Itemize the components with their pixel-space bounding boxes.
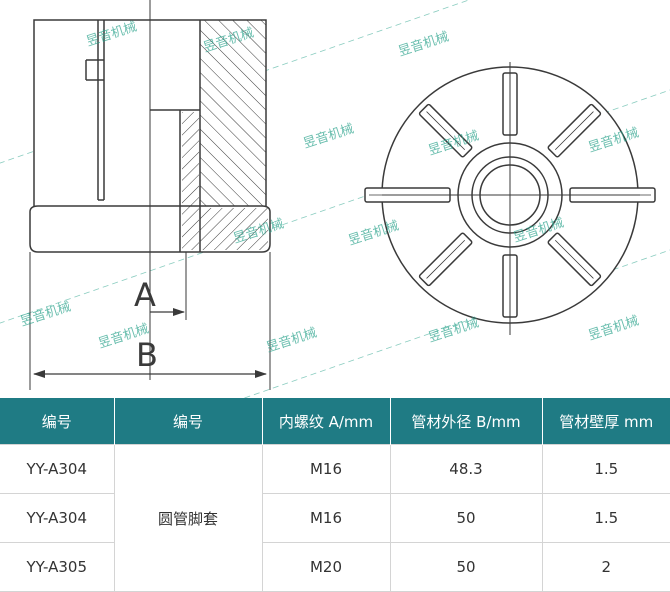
- watermark-text: 昱音机械: [586, 313, 640, 344]
- cell-wall-thickness: 1.5: [541, 493, 670, 543]
- cell-outer-diameter: 50: [389, 542, 543, 592]
- header-thread: 内螺纹 A/mm: [262, 398, 391, 445]
- header-code: 编号: [0, 398, 115, 445]
- watermark-text: 昱音机械: [301, 121, 355, 152]
- dimension-a-label: A: [134, 276, 156, 314]
- table-header-row: 编号 编号 内螺纹 A/mm 管材外径 B/mm 管材壁厚 mm: [0, 398, 670, 445]
- side-view: [29, 0, 271, 390]
- watermark-text: 昱音机械: [18, 299, 72, 330]
- table-row: YY-A304 圆管脚套 M16 48.3 1.5: [0, 444, 670, 592]
- table-row: YY-A304 M16 50 1.5: [0, 493, 670, 543]
- top-view: [364, 62, 656, 335]
- technical-drawing: A B 昱音机械 昱音机械 昱音机械 昱音机械 昱音机械 昱音机械 昱音机械 昱…: [0, 0, 670, 398]
- spec-table: 编号 编号 内螺纹 A/mm 管材外径 B/mm 管材壁厚 mm YY-A304…: [0, 398, 670, 592]
- watermark-text: 昱音机械: [396, 29, 450, 60]
- cell-thread: M20: [261, 542, 391, 592]
- cell-outer-diameter: 48.3: [389, 444, 543, 494]
- cell-thread: M16: [261, 444, 391, 494]
- rib-line: [554, 239, 594, 279]
- rib-line: [426, 239, 466, 279]
- rib-line: [554, 111, 594, 151]
- dimension-b-label: B: [136, 336, 158, 374]
- cell-thread: M16: [261, 493, 391, 543]
- cell-code: YY-A305: [0, 542, 115, 592]
- cell-code: YY-A304: [0, 444, 115, 494]
- cell-code: YY-A304: [0, 493, 115, 543]
- header-outer-diameter: 管材外径 B/mm: [390, 398, 543, 445]
- cell-outer-diameter: 50: [389, 493, 543, 543]
- table-row: YY-A305 M20 50 2: [0, 542, 670, 592]
- rib-line: [426, 111, 466, 151]
- watermark-text: 昱音机械: [264, 325, 318, 356]
- cell-wall-thickness: 2: [541, 542, 670, 592]
- watermark-text: 昱音机械: [426, 315, 480, 346]
- header-wall-thickness: 管材壁厚 mm: [542, 398, 670, 445]
- header-name: 编号: [114, 398, 263, 445]
- cell-wall-thickness: 1.5: [541, 444, 670, 494]
- cell-product-name: 圆管脚套: [113, 444, 263, 592]
